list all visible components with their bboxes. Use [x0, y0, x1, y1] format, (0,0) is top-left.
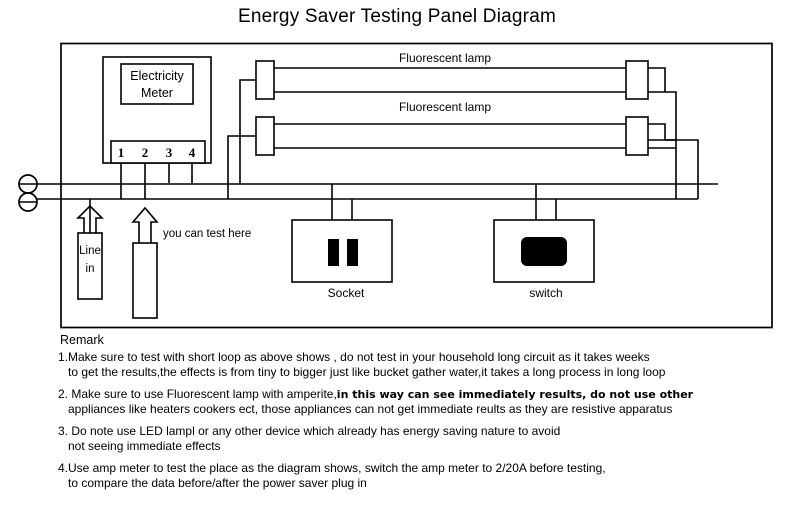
- lamp-1-label: Fluorescent lamp: [399, 51, 491, 65]
- lamp-left-feed-1: [239, 79, 256, 184]
- lamp-left-feed-2: [227, 135, 256, 199]
- socket-slot-right: [347, 239, 358, 266]
- remark-4-line-2: to compare the data before/after the pow…: [68, 475, 367, 490]
- lamp-2-label: Fluorescent lamp: [399, 100, 491, 114]
- terminal-label-2: 2: [142, 145, 149, 160]
- lamp-2-route-bottom: [648, 139, 699, 199]
- lamp-2-end-cap-right: [625, 116, 649, 156]
- line-in-arrow: [76, 204, 104, 233]
- remark-item-2: 2. Make sure to use Fluorescent lamp wit…: [58, 387, 794, 417]
- terminal-label-1: 1: [118, 145, 125, 160]
- test-point-box: [132, 242, 158, 319]
- meter-label-line2: Meter: [141, 86, 173, 100]
- lamp-2-end-cap-left: [255, 116, 275, 156]
- lamp-1-end-cap-left: [255, 60, 275, 100]
- remark-2-line-1: 2. Make sure to use Fluorescent lamp wit…: [58, 387, 794, 402]
- remarks-heading: Remark: [60, 333, 104, 347]
- socket-slot-left: [328, 239, 339, 266]
- line-in-label-line1: Line: [79, 245, 101, 257]
- remark-1-line-1: 1.Make sure to test with short loop as a…: [58, 349, 650, 364]
- switch-label: switch: [529, 286, 562, 300]
- test-point-note: you can test here: [163, 228, 251, 240]
- remark-2-text-bold: in this way can see immediately results,…: [336, 387, 694, 401]
- switch-rocker: [521, 237, 567, 266]
- socket-box: [291, 219, 393, 283]
- remark-1-line-2: to get the results,the effects is from t…: [68, 364, 666, 379]
- diagram-frame: [60, 42, 773, 329]
- remark-item-4: 4.Use amp meter to test the place as the…: [58, 461, 794, 491]
- lamp-1-end-cap-right: [625, 60, 649, 100]
- meter-display: [120, 63, 194, 105]
- line-in-box: [77, 232, 103, 300]
- remark-3-line-1: 3. Do note use LED lampl or any other de…: [58, 423, 561, 438]
- remark-3-line-2: not seeing immediate effects: [68, 438, 221, 453]
- lamp-1-route-top: [648, 67, 666, 92]
- lamp-1-route-bottom: [648, 91, 677, 199]
- panel-diagram: Electricity Meter 1 2 3 4 Fluorescent la…: [18, 42, 773, 329]
- terminal-strip: [110, 140, 206, 164]
- meter-label-line1: Electricity: [130, 69, 184, 83]
- remark-item-1: 1.Make sure to test with short loop as a…: [58, 350, 794, 380]
- terminal-label-4: 4: [189, 145, 196, 160]
- remark-4-line-1: 4.Use amp meter to test the place as the…: [58, 460, 606, 475]
- test-point-arrow: [131, 206, 159, 243]
- terminal-label-3: 3: [166, 145, 173, 160]
- line-in-label-line2: in: [86, 263, 95, 275]
- remark-item-3: 3. Do note use LED lampl or any other de…: [58, 424, 794, 454]
- remark-2-text-plain: 2. Make sure to use Fluorescent lamp wit…: [58, 386, 337, 401]
- remarks-section: Remark 1.Make sure to test with short lo…: [58, 334, 794, 493]
- socket-label: Socket: [328, 286, 365, 300]
- remark-2-line-2: appliances like heaters cookers ect, tho…: [68, 401, 673, 416]
- lamp-2-route-top: [648, 123, 666, 140]
- page-title: Energy Saver Testing Panel Diagram: [238, 6, 556, 27]
